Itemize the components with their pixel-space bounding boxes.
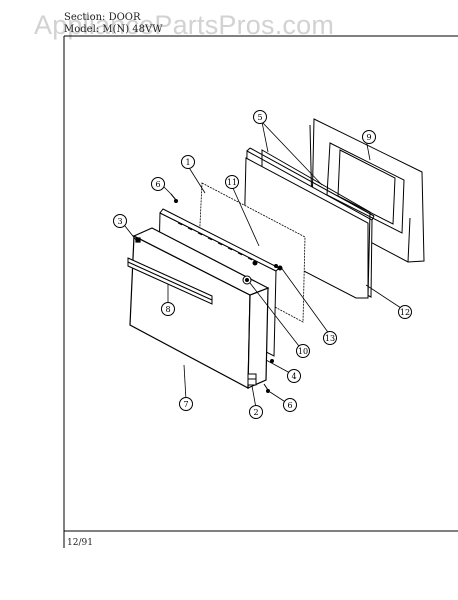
callout-number: 3 bbox=[117, 217, 122, 226]
callout-number: 11 bbox=[227, 178, 237, 187]
callout-number: 7 bbox=[183, 400, 188, 409]
watermark-text: AppliancePartsPros.com bbox=[34, 10, 335, 40]
callout-numbers: 1 2 3 4 5 6 7 8 9 10 11 12 13 6 bbox=[117, 113, 410, 417]
callout-3 bbox=[113, 214, 127, 228]
callout-7 bbox=[179, 397, 193, 411]
callout-number: 10 bbox=[298, 347, 308, 356]
hinge-bracket bbox=[247, 373, 257, 386]
page-frame bbox=[63, 35, 458, 548]
model-label: Model: M(N) 48VW bbox=[64, 24, 163, 35]
screw-parts bbox=[170, 193, 274, 393]
revision-date: 12/91 bbox=[67, 538, 93, 548]
callout-10 bbox=[296, 344, 310, 358]
callout-4 bbox=[287, 369, 301, 383]
door-stop-knob bbox=[242, 275, 252, 285]
callout-6a bbox=[151, 177, 165, 191]
callout-number: 6 bbox=[287, 401, 292, 410]
callout-5 bbox=[253, 110, 267, 124]
callout-1 bbox=[181, 155, 195, 169]
callout-number: 6 bbox=[155, 180, 160, 189]
callout-11 bbox=[225, 175, 239, 189]
door-handle-bar bbox=[127, 257, 213, 305]
callout-8 bbox=[161, 302, 175, 316]
section-label: Section: DOOR bbox=[64, 12, 141, 23]
callout-13 bbox=[323, 331, 337, 345]
callout-circles bbox=[113, 110, 412, 419]
callout-number: 2 bbox=[253, 408, 258, 417]
callout-12 bbox=[398, 305, 412, 319]
callout-6b bbox=[283, 398, 297, 412]
callout-number: 9 bbox=[366, 133, 371, 142]
callout-number: 13 bbox=[325, 334, 335, 343]
callout-number: 12 bbox=[400, 308, 410, 317]
callout-number: 8 bbox=[165, 305, 170, 314]
callout-2 bbox=[249, 405, 263, 419]
callout-number: 5 bbox=[257, 113, 262, 122]
callout-9 bbox=[362, 130, 376, 144]
callout-number: 1 bbox=[185, 158, 190, 167]
callout-leader-lines bbox=[124, 121, 405, 409]
callout-number: 4 bbox=[291, 372, 296, 381]
